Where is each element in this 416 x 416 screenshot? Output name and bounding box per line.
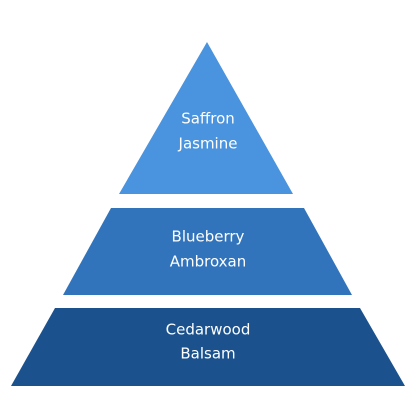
tier-top-shape: [119, 42, 293, 194]
tier-top-label-line-1: Saffron: [181, 110, 235, 128]
tier-middle: Blueberry Ambroxan: [63, 208, 352, 295]
tier-bottom: Cedarwood Balsam: [11, 308, 405, 386]
tier-bottom-label-line-2: Balsam: [180, 345, 235, 363]
tier-bottom-label-line-1: Cedarwood: [166, 321, 251, 339]
tier-middle-label-line-1: Blueberry: [172, 228, 245, 246]
tier-bottom-shape: [11, 308, 405, 386]
tier-top-label-line-2: Jasmine: [178, 135, 238, 153]
tier-top: Saffron Jasmine: [119, 42, 293, 194]
tier-middle-label-line-2: Ambroxan: [170, 253, 247, 271]
tier-middle-shape: [63, 208, 352, 295]
